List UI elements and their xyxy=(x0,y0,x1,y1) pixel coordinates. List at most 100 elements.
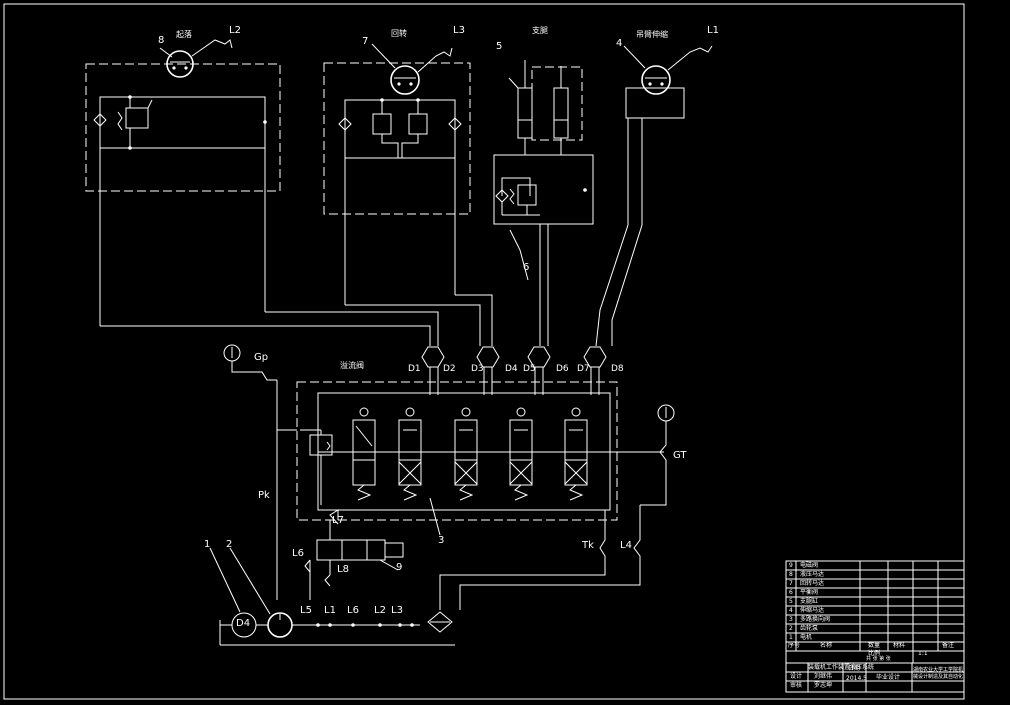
legend-header-name: 名称 xyxy=(820,642,833,649)
label-D2: D2 xyxy=(443,364,456,374)
legend-row-name: 齿轮泵 xyxy=(800,625,819,632)
legend-row-no: 9 xyxy=(789,562,793,569)
scale-label: 比例 xyxy=(868,650,881,657)
label-L1b: L1 xyxy=(324,605,336,616)
legend-row: 4 伸缩马达 xyxy=(786,608,964,617)
date-label: 日期 xyxy=(848,665,861,672)
legend-row: 9 电磁阀 xyxy=(786,563,964,572)
label-GT: GT xyxy=(673,450,687,461)
label-D1: D1 xyxy=(408,364,421,374)
legend-header-qty: 数量 xyxy=(868,642,881,649)
label-D7: D7 xyxy=(577,364,590,374)
label-3: 3 xyxy=(438,535,445,546)
label-4: 4 xyxy=(616,38,623,49)
label-c8-name: 起落 xyxy=(176,30,192,39)
label-D3: D3 xyxy=(471,364,484,374)
legend-row-name: 电磁阀 xyxy=(800,562,819,569)
legend-row-name: 伸缩马达 xyxy=(800,607,825,614)
label-c7-name: 回转 xyxy=(391,29,407,38)
label-5: 5 xyxy=(496,41,503,52)
label-L4: L4 xyxy=(620,540,632,551)
legend-row-no: 7 xyxy=(789,580,793,587)
legend-row-no: 8 xyxy=(789,571,793,578)
component-5-outrigger-cylinders xyxy=(508,60,583,155)
legend-row-name: 平衡阀 xyxy=(800,589,819,596)
label-valve-name: 溢流阀 xyxy=(340,361,364,370)
drawn-name: 刘继伟 xyxy=(814,673,833,680)
checked-role: 审核 xyxy=(790,682,803,689)
drawn-role: 设计 xyxy=(790,673,803,680)
label-Gp: Gp xyxy=(254,352,269,363)
component-9-solenoid-valve xyxy=(304,539,404,600)
label-L6a: L6 xyxy=(292,548,304,559)
gauge-gt xyxy=(640,404,675,506)
drawing-frame xyxy=(3,3,965,700)
label-9: 9 xyxy=(396,562,403,573)
label-Dm: D4 xyxy=(236,618,251,629)
label-L8: L8 xyxy=(337,564,349,575)
institution: 湖南农业大学工学院机械设计制造及其自动化 xyxy=(913,667,964,680)
legend-row: 7 回转马达 xyxy=(786,581,964,590)
legend-row-no: 5 xyxy=(789,598,793,605)
label-2: 2 xyxy=(226,539,233,550)
label-D5: D5 xyxy=(523,364,536,374)
legend-row-no: 1 xyxy=(789,634,793,641)
label-7: 7 xyxy=(362,36,369,47)
scale-value: 1:1 xyxy=(918,650,928,657)
component-2-gear-pump xyxy=(229,547,420,638)
component-6-balance-valve xyxy=(493,154,594,346)
legend-row-name: 液压马达 xyxy=(800,571,825,578)
legend-row-no: 4 xyxy=(789,607,793,614)
legend-row: 6 平衡阀 xyxy=(786,590,964,599)
legend-row-no: 2 xyxy=(789,625,793,632)
label-L3b: L3 xyxy=(391,605,403,616)
lift-motor-symbol xyxy=(166,50,194,78)
tank xyxy=(219,611,455,646)
label-c4-name: 吊臂伸缩 xyxy=(636,30,668,39)
design-label: 毕业设计 xyxy=(876,674,901,681)
label-D4: D4 xyxy=(505,364,518,374)
legend-row: 1 电机 xyxy=(786,635,964,644)
checked-name: 罗志坤 xyxy=(814,682,833,689)
component-3-multiway-valve xyxy=(277,381,664,536)
label-D6: D6 xyxy=(556,364,569,374)
legend-header-remark: 备注 xyxy=(942,642,955,649)
label-L6b: L6 xyxy=(347,605,359,616)
label-Pk: Pk xyxy=(258,490,270,501)
legend-row: 8 液压马达 xyxy=(786,572,964,581)
d-port-couplers xyxy=(421,346,607,395)
date-value: 2014.5 xyxy=(846,675,867,682)
legend-row-name: 支腿缸 xyxy=(800,598,819,605)
legend-row: 5 支腿缸 xyxy=(786,599,964,608)
legend-row-name: 多路换向阀 xyxy=(800,616,831,623)
label-L1: L1 xyxy=(707,25,719,36)
label-c5-name: 支腿 xyxy=(532,26,548,35)
title-block xyxy=(785,560,965,693)
legend-row-no: 3 xyxy=(789,616,793,623)
label-L2: L2 xyxy=(229,25,241,36)
label-8: 8 xyxy=(158,35,165,46)
legend-row: 3 多路换向阀 xyxy=(786,617,964,626)
piping xyxy=(100,294,493,346)
label-Tk: Tk xyxy=(582,540,594,551)
sheet-label: 共 张 第 张 xyxy=(866,656,891,662)
legend-row-name: 回转马达 xyxy=(800,580,825,587)
gauge-gp xyxy=(223,344,278,600)
label-L3: L3 xyxy=(453,25,465,36)
label-L7: L7 xyxy=(332,515,344,526)
label-1: 1 xyxy=(204,539,211,550)
label-L2b: L2 xyxy=(374,605,386,616)
legend-row-no: 6 xyxy=(789,589,793,596)
legend-row: 2 齿轮泵 xyxy=(786,626,964,635)
legend-header-material: 材料 xyxy=(893,642,906,649)
component-1-electric-motor xyxy=(209,547,268,638)
component-8-lift-motor-block xyxy=(85,39,281,326)
component-7-slew-motor-block xyxy=(323,43,471,305)
legend-header-no: 序号 xyxy=(788,642,801,649)
return-lines xyxy=(329,505,641,610)
label-L5: L5 xyxy=(300,605,312,616)
drawing-title: 装载机工作装置液压系统 xyxy=(808,664,875,671)
legend-row-name: 电机 xyxy=(800,634,813,641)
label-D8: D8 xyxy=(611,364,624,374)
